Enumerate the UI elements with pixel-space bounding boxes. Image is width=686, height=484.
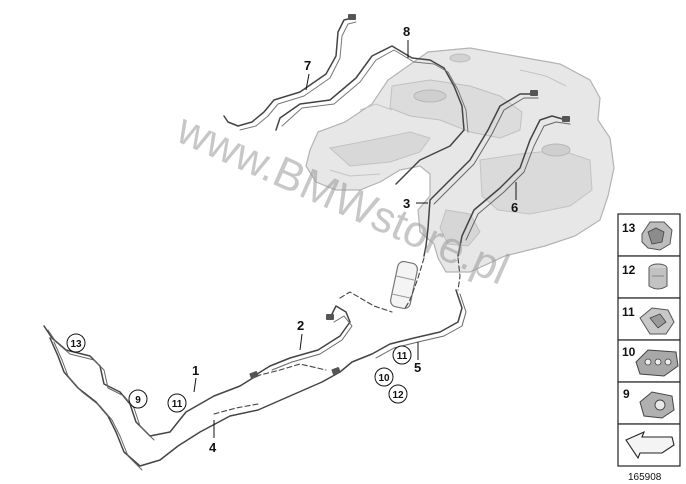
line-5 (339, 289, 463, 373)
circled-reference-labels: 13 9 11 11 10 12 (70, 339, 407, 410)
ref-11-left: 11 (172, 399, 183, 410)
line-7 (223, 17, 353, 127)
line-6 (457, 115, 567, 257)
line-5-b (375, 293, 467, 359)
line-7-inner (239, 21, 357, 131)
legend-label-11: 11 (622, 305, 635, 319)
legend-label-12: 12 (622, 263, 636, 277)
line-8-inner (281, 49, 469, 133)
legend-label-13: 13 (622, 221, 636, 235)
line-3-b (433, 97, 539, 205)
ref-11-right: 11 (397, 351, 408, 362)
line-4-b (53, 341, 143, 471)
line-8 (275, 45, 465, 185)
clip-11-icon (639, 307, 675, 335)
callout-8: 8 (403, 24, 410, 39)
line-1-b (47, 329, 155, 441)
callout-numbers: 7 8 3 6 2 1 4 5 (192, 24, 518, 455)
clip-13-icon (641, 221, 673, 251)
line-6-b (465, 121, 571, 241)
parts-legend: 13 12 11 10 9 (617, 213, 681, 483)
ref-12: 12 (392, 390, 404, 401)
fuel-filter (389, 260, 419, 310)
callout-4: 4 (209, 440, 217, 455)
callout-6: 6 (511, 200, 518, 215)
callout-1: 1 (192, 363, 199, 378)
legend-label-10: 10 (622, 345, 636, 359)
ref-13: 13 (70, 339, 82, 350)
clip-9-icon (639, 391, 675, 419)
callout-3: 3 (403, 196, 410, 211)
legend-label-9: 9 (623, 387, 630, 401)
clip-10-icon (635, 349, 679, 377)
line-4 (49, 337, 341, 467)
callout-7: 7 (304, 58, 311, 73)
circled-references (66, 333, 412, 413)
diagram-id: 165908 (628, 472, 662, 483)
line-2 (253, 305, 351, 377)
ref-9: 9 (135, 395, 141, 406)
leader-lines (193, 40, 517, 438)
callout-5: 5 (414, 360, 421, 375)
line-3 (423, 93, 535, 257)
ref-10: 10 (378, 373, 390, 384)
nut-12-icon (648, 263, 668, 290)
fuel-tank (305, 47, 615, 273)
direction-arrow-icon (625, 430, 675, 460)
callout-2: 2 (297, 318, 304, 333)
line-connectors (249, 14, 570, 379)
line-2-b (271, 315, 353, 371)
